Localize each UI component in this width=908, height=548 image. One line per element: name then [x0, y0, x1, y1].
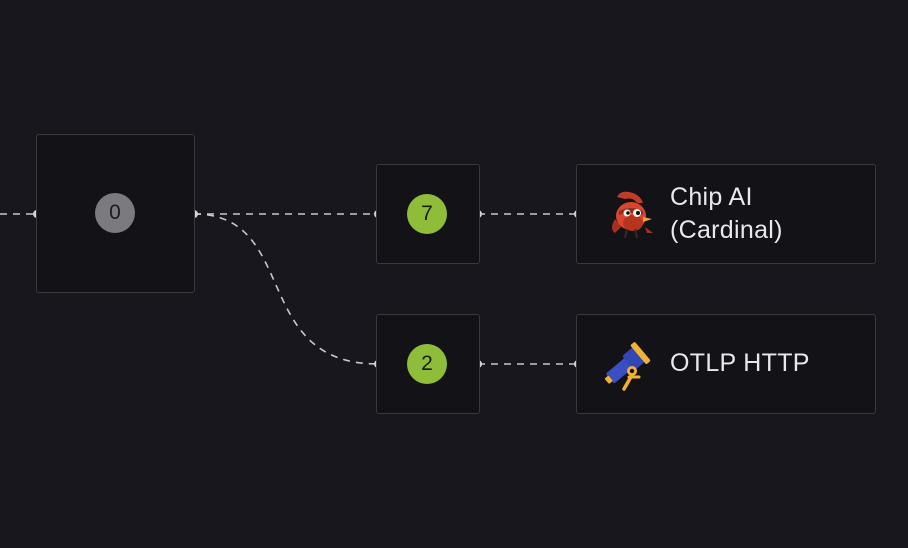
destination-node-otlp-http[interactable]: OTLP HTTP	[576, 314, 876, 414]
destination-label: OTLP HTTP	[670, 349, 810, 377]
processor-count-badge: 2	[407, 344, 447, 384]
destination-label-line2: (Cardinal)	[670, 216, 783, 244]
edge-source-to-processor-bottom	[193, 213, 379, 365]
processor-count-badge: 7	[407, 194, 447, 234]
destination-node-chip-ai[interactable]: Chip AI (Cardinal)	[576, 164, 876, 264]
processor-node-bottom[interactable]: 2	[376, 314, 480, 414]
cardinal-bird-icon	[607, 189, 655, 246]
destination-label: Chip AI (Cardinal)	[670, 181, 783, 247]
telescope-icon	[599, 337, 655, 398]
destination-label-line1: Chip AI	[670, 183, 753, 211]
source-count-badge: 0	[95, 193, 135, 233]
source-node[interactable]: 0	[36, 134, 195, 293]
processor-node-top[interactable]: 7	[376, 164, 480, 264]
